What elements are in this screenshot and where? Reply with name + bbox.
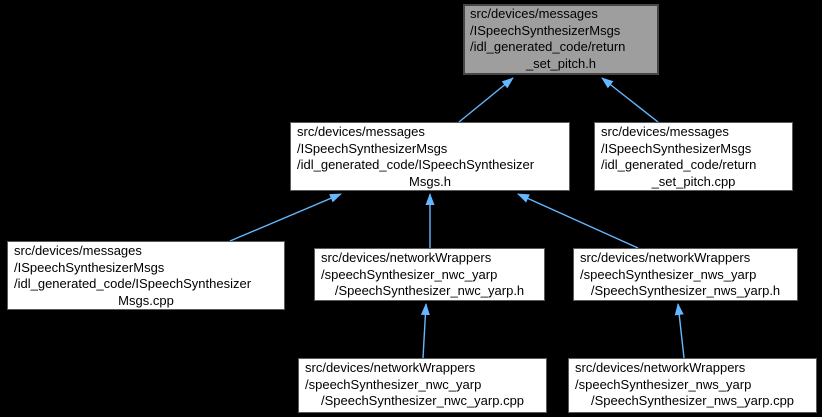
node-label-line: src/devices/networkWrappers	[580, 250, 751, 265]
node-label-line: src/devices/messages	[470, 6, 598, 21]
graph-node-speechsynthesizer-nwc-yarp-cpp[interactable]: src/devices/networkWrappers/speechSynthe…	[298, 358, 547, 413]
node-label-line: src/devices/messages	[601, 124, 729, 139]
edge-ispeechsynthesizermsgs-h-to-return-set-pitch-h	[458, 77, 514, 123]
node-label-line: /ISpeechSynthesizerMsgs	[601, 140, 752, 156]
edge-speechsynthesizer-nws-yarp-h-to-ispeechsynthesizermsgs-h	[517, 193, 639, 249]
node-label-line: _set_pitch.cpp	[651, 173, 736, 189]
node-label-line: /idl_generated_code/return	[470, 39, 626, 54]
node-label-line: _set_pitch.h	[525, 55, 597, 71]
node-label-line: /idl_generated_code/ISpeechSynthesizer	[14, 276, 252, 291]
node-label-line: Msgs.h	[409, 173, 451, 189]
node-label-line: /ISpeechSynthesizerMsgs	[14, 259, 165, 275]
node-label-line: Msgs.cpp	[118, 292, 174, 308]
node-label-line: /speechSynthesizer_nwc_yarp	[321, 266, 498, 282]
graph-node-ispeechsynthesizermsgs-cpp[interactable]: src/devices/messages/ISpeechSynthesizerM…	[7, 241, 285, 310]
node-label-line: src/devices/networkWrappers	[305, 360, 476, 375]
edge-return-set-pitch-cpp-to-return-set-pitch-h	[601, 77, 659, 123]
node-label-line: /SpeechSynthesizer_nws_yarp.h	[590, 283, 781, 298]
graph-node-return-set-pitch-cpp[interactable]: src/devices/messages/ISpeechSynthesizerM…	[594, 122, 793, 191]
edge-ispeechsynthesizermsgs-cpp-to-ispeechsynthesizermsgs-h	[229, 193, 342, 242]
graph-node-ispeechsynthesizermsgs-h[interactable]: src/devices/messages/ISpeechSynthesizerM…	[290, 122, 570, 191]
node-label-line: /idl_generated_code/return	[601, 157, 757, 172]
node-label-line: /SpeechSynthesizer_nwc_yarp.h	[334, 283, 525, 298]
edge-speechsynthesizer-nws-yarp-cpp-to-speechsynthesizer-nws-yarp-h	[674, 303, 685, 359]
node-label-line: /speechSynthesizer_nwc_yarp	[305, 376, 482, 392]
node-label-line: src/devices/networkWrappers	[321, 250, 492, 265]
graph-node-speechsynthesizer-nwc-yarp-h[interactable]: src/devices/networkWrappers/speechSynthe…	[314, 248, 545, 301]
node-label-line: /ISpeechSynthesizerMsgs	[470, 22, 621, 38]
node-label-line: /SpeechSynthesizer_nws_yarp.cpp	[590, 393, 795, 408]
node-label-line: src/devices/messages	[14, 243, 142, 258]
node-label-line: src/devices/messages	[297, 124, 425, 139]
edge-speechsynthesizer-nwc-yarp-cpp-to-speechsynthesizer-nwc-yarp-h	[420, 303, 430, 359]
graph-node-speechsynthesizer-nws-yarp-h[interactable]: src/devices/networkWrappers/speechSynthe…	[573, 248, 798, 301]
node-label-line: /ISpeechSynthesizerMsgs	[297, 140, 448, 156]
graph-node-return-set-pitch-h[interactable]: src/devices/messages/ISpeechSynthesizerM…	[463, 4, 659, 75]
node-label-line: src/devices/networkWrappers	[575, 360, 746, 375]
node-label-line: /speechSynthesizer_nws_yarp	[575, 376, 752, 392]
node-label-line: /idl_generated_code/ISpeechSynthesizer	[297, 157, 535, 172]
graph-node-speechsynthesizer-nws-yarp-cpp[interactable]: src/devices/networkWrappers/speechSynthe…	[568, 358, 817, 413]
node-label-line: /speechSynthesizer_nws_yarp	[580, 266, 757, 282]
node-label-line: /SpeechSynthesizer_nwc_yarp.cpp	[320, 393, 525, 408]
